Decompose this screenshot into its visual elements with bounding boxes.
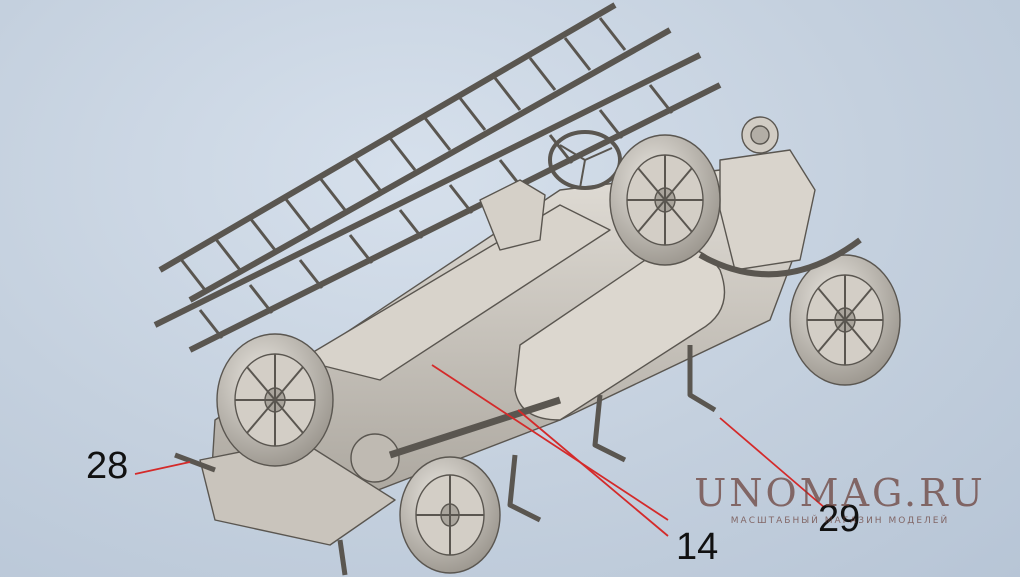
watermark-title: UNOMAG.RU: [694, 471, 986, 515]
callout-label-14: 14: [676, 526, 719, 568]
drive-shaft: [388, 396, 562, 459]
wheel-rear-right: [399, 456, 501, 574]
watermark: UNOMAG.RU МАСШТАБНЫЙ МАГАЗИН МОДЕЛЕЙ: [690, 474, 990, 526]
wheel-front-right: [789, 254, 901, 386]
differential: [350, 433, 400, 483]
leader-line-28: [134, 461, 191, 475]
body-side-panel: [299, 204, 611, 381]
front-spring: [698, 237, 862, 278]
seat: [479, 179, 546, 251]
steering-wheel: [548, 130, 622, 190]
watermark-subtitle: МАСШТАБНЫЙ МАГАЗИН МОДЕЛЕЙ: [730, 516, 950, 526]
leader-line-29: [719, 417, 826, 509]
ladder-upper: [158, 2, 672, 303]
step-brackets: [174, 345, 717, 576]
wheel-front-left: [609, 134, 721, 266]
wheel-rear-left: [216, 333, 334, 467]
ladder-lower: [153, 52, 722, 353]
callout-label-28: 28: [86, 445, 129, 487]
leader-line-14a: [431, 364, 669, 521]
radiator: [719, 149, 816, 271]
callout-label-29: 29: [818, 498, 861, 540]
leader-line-14b: [517, 409, 669, 537]
